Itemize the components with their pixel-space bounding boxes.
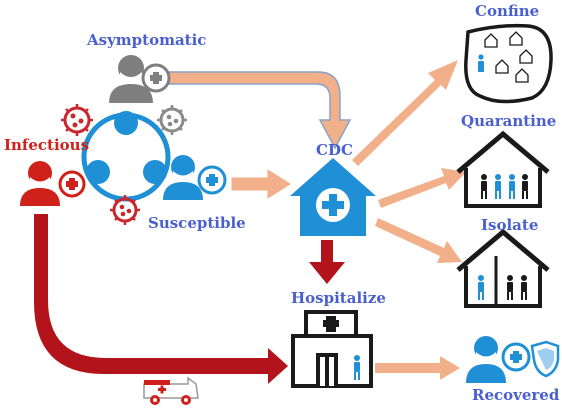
label-isolate: Isolate — [481, 216, 539, 234]
arrow-susceptible-to-cdc — [231, 169, 291, 199]
label-cdc: CDC — [316, 141, 353, 159]
person-icon — [507, 275, 513, 300]
ambulance-icon — [143, 376, 199, 405]
arrow-hospitalize-to-recovered — [375, 356, 460, 380]
infectious-person-icon — [20, 161, 86, 206]
label-confine: Confine — [475, 2, 540, 20]
virus-icon — [157, 105, 187, 135]
person-icon — [509, 174, 515, 199]
label-susceptible: Susceptible — [148, 214, 246, 232]
arrow-cdc-to-isolate — [375, 218, 462, 263]
asymptomatic-person-icon — [109, 55, 171, 103]
arrow-cdc-to-quarantine — [378, 168, 466, 208]
isolate-house-icon — [456, 228, 550, 308]
person-icon — [481, 174, 487, 199]
label-infectious: Infectious — [4, 136, 90, 154]
arrow-cdc-to-hospitalize — [309, 240, 345, 284]
recovered-person-icon — [466, 336, 560, 383]
virus-icon — [110, 195, 140, 225]
cdc-medical-house-icon — [290, 158, 376, 236]
label-asymptomatic: Asymptomatic — [87, 31, 207, 49]
person-icon — [495, 174, 501, 199]
arrow-cdc-to-confine — [352, 60, 458, 166]
confine-town-map-icon — [464, 23, 553, 104]
arrow-infectious-to-hospitalize — [34, 214, 288, 384]
virus-icon — [61, 104, 93, 136]
susceptible-person-icon — [163, 155, 227, 200]
label-quarantine: Quarantine — [461, 112, 557, 130]
label-recovered: Recovered — [472, 386, 560, 404]
arrow-asymptomatic-to-cdc — [159, 71, 352, 150]
person-icon — [478, 275, 484, 300]
label-hospitalize: Hospitalize — [291, 289, 386, 307]
hospital-building-icon — [291, 310, 373, 388]
contact-network — [81, 111, 171, 202]
person-icon — [522, 174, 528, 199]
quarantine-house-icon — [456, 130, 550, 208]
person-icon — [521, 275, 527, 300]
